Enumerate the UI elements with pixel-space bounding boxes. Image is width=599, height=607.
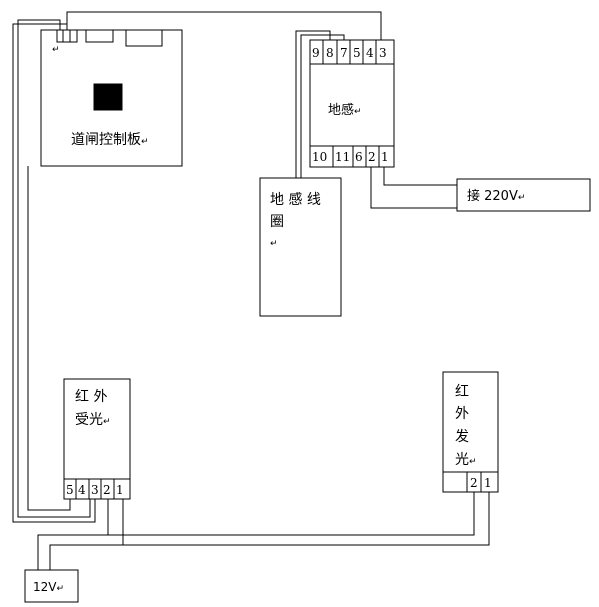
ir-emitter-box (442, 371, 499, 493)
board-connector-middle (85, 29, 114, 43)
ir-receiver-terminals: 5 4 3 2 1 (66, 483, 124, 497)
svg-text:3: 3 (379, 46, 387, 60)
board-connector-left (56, 29, 78, 43)
svg-text:红: 红 (455, 384, 469, 400)
svg-text:2: 2 (470, 476, 478, 490)
svg-text:1: 1 (381, 150, 389, 164)
svg-text:1: 1 (484, 476, 492, 490)
svg-text:2: 2 (368, 150, 376, 164)
svg-text:6: 6 (355, 150, 363, 164)
detector-box (309, 39, 395, 168)
power-220-box (456, 178, 591, 212)
power-12-box (24, 569, 79, 603)
coil-label-line2: 圈 (270, 214, 284, 230)
coil-mark: ↵ (270, 239, 278, 249)
svg-text:光↵: 光↵ (455, 452, 477, 468)
board-mark: ↵ (52, 45, 60, 55)
power-220-label: 接 220V↵ (467, 188, 525, 204)
detector-label: 地感↵ (328, 102, 362, 118)
svg-text:道闸控制板↵: 道闸控制板↵ (71, 132, 149, 148)
svg-text:4: 4 (366, 46, 374, 60)
svg-text:11: 11 (335, 150, 350, 164)
svg-text:8: 8 (326, 46, 334, 60)
ir-emitter-terminals: 2 1 (470, 476, 492, 490)
ir-emitter-label: 红 外 发 光↵ (455, 384, 477, 468)
power-12-label: 12V↵ (33, 580, 64, 594)
ir-receiver-label-line2: 受光↵ (75, 412, 111, 428)
svg-text:3: 3 (91, 483, 99, 497)
svg-text:1: 1 (116, 483, 124, 497)
svg-text:10: 10 (312, 150, 327, 164)
svg-text:4: 4 (78, 483, 86, 497)
board-chip (93, 83, 123, 111)
svg-text:外: 外 (455, 406, 469, 422)
wires (12, 11, 490, 570)
detector-bottom-terminals: 10 11 6 2 1 (312, 150, 389, 164)
ir-receiver-label-line1: 红 外 (75, 389, 107, 405)
svg-text:9: 9 (312, 46, 320, 60)
coil-label-line1: 地 感 线 (270, 191, 321, 208)
svg-text:5: 5 (66, 483, 74, 497)
ir-receiver-box (63, 378, 131, 500)
detector-top-terminals: 9 8 7 5 4 3 (312, 46, 387, 60)
board-label: 道闸控制板↵ (71, 132, 149, 148)
svg-text:2: 2 (103, 483, 111, 497)
svg-text:7: 7 (340, 46, 348, 60)
svg-text:发: 发 (455, 429, 469, 445)
svg-text:5: 5 (353, 46, 361, 60)
board-connector-right (125, 29, 163, 47)
